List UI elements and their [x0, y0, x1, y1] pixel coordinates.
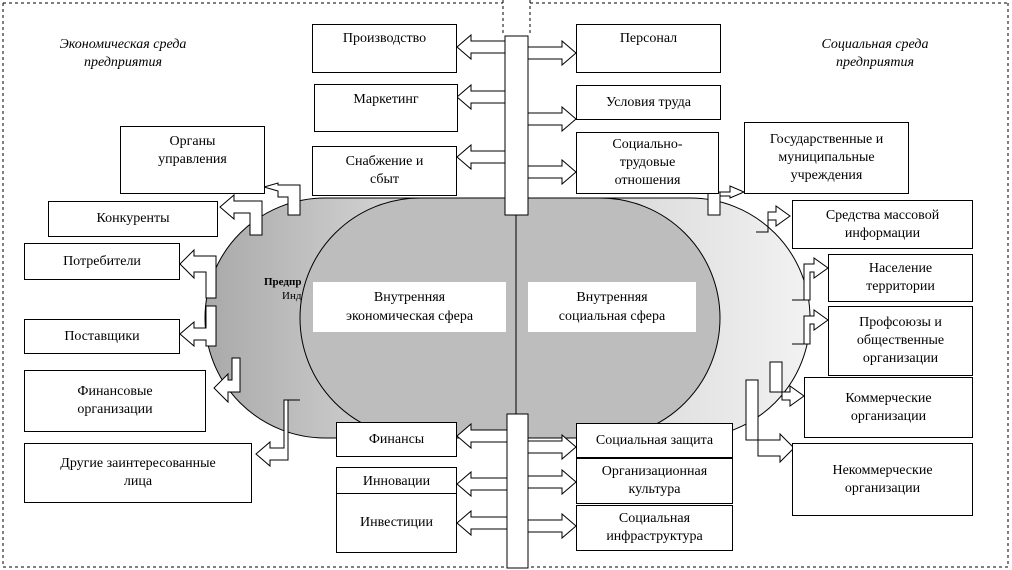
arrow-commercial — [769, 361, 783, 393]
consumers-box: Потребители — [24, 243, 180, 280]
noncommercial-orgs-box: Некоммерческие организации — [792, 443, 973, 516]
inner-economic-sphere: Внутренняя экономическая сфера — [313, 282, 506, 332]
investments-box: Инвестиции — [336, 493, 457, 553]
other-stakeholders-box: Другие заинтересованные лица — [24, 443, 252, 503]
arrow-noncommercial — [745, 379, 759, 441]
arrows — [179, 33, 829, 540]
arrow-supply — [456, 143, 506, 171]
personnel-box: Персонал — [576, 24, 721, 73]
arrow-management — [262, 182, 301, 216]
commercial-orgs-box: Коммерческие организации — [804, 377, 973, 438]
arrow-marketing — [456, 83, 506, 111]
social-protection-box: Социальная защита — [576, 423, 733, 458]
arrow-production — [456, 33, 506, 61]
labor-conditions-box: Условия труда — [576, 85, 721, 120]
arrow-commercial-head — [781, 385, 805, 407]
organizational-culture-box: Организационная культура — [576, 458, 733, 504]
enterprise-partial-label: Предпр — [264, 276, 302, 288]
arrow-finance — [456, 422, 508, 450]
arrow-personnel — [527, 39, 577, 67]
marketing-box: Маркетинг — [314, 84, 458, 132]
arrow-other — [255, 399, 300, 468]
social-infrastructure-box: Социальная инфраструктура — [576, 505, 733, 551]
arrow-labor-conditions — [527, 105, 577, 133]
bottom-vertical-bar — [506, 413, 529, 569]
unions-box: Профсоюзы и общественные организации — [828, 306, 973, 376]
financial-organizations-box: Финансовые организации — [24, 370, 206, 432]
innovations-box: Инновации — [336, 467, 457, 494]
arrow-social-protection — [527, 433, 577, 461]
arrow-media — [756, 205, 791, 233]
production-box: Производство — [312, 24, 457, 73]
territory-population-box: Население территории — [828, 254, 973, 302]
arrow-org-culture — [527, 468, 577, 496]
top-vertical-bar — [504, 35, 529, 216]
social-environment-heading: Социальная среда предприятия — [821, 37, 929, 70]
competitors-box: Конкуренты — [48, 201, 218, 237]
social-labor-relations-box: Социально- трудовые отношения — [576, 132, 719, 194]
arrow-social-infra — [527, 512, 577, 540]
management-bodies-box: Органы управления — [120, 126, 265, 194]
supply-box: Снабжение и сбыт — [312, 146, 457, 196]
arrow-social-labor — [527, 158, 577, 186]
arrow-noncommercial-head — [757, 432, 795, 464]
arrow-competitors — [219, 193, 263, 236]
mass-media-box: Средства массовой информации — [792, 200, 973, 249]
economic-environment-heading: Экономическая среда предприятия — [59, 37, 187, 70]
arrow-investments — [456, 509, 508, 537]
enterprise-partial-label-2: Инд — [282, 290, 302, 302]
arrow-financial-orgs — [213, 357, 241, 404]
arrow-suppliers — [179, 305, 217, 348]
finance-box: Финансы — [336, 422, 457, 457]
government-institutions-box: Государственные и муниципальные учрежден… — [744, 122, 909, 194]
inner-social-sphere: Внутренняя социальная сфера — [528, 282, 696, 332]
suppliers-box: Поставщики — [24, 319, 180, 354]
arrow-consumers — [179, 248, 217, 299]
arrow-innovations — [456, 470, 508, 498]
